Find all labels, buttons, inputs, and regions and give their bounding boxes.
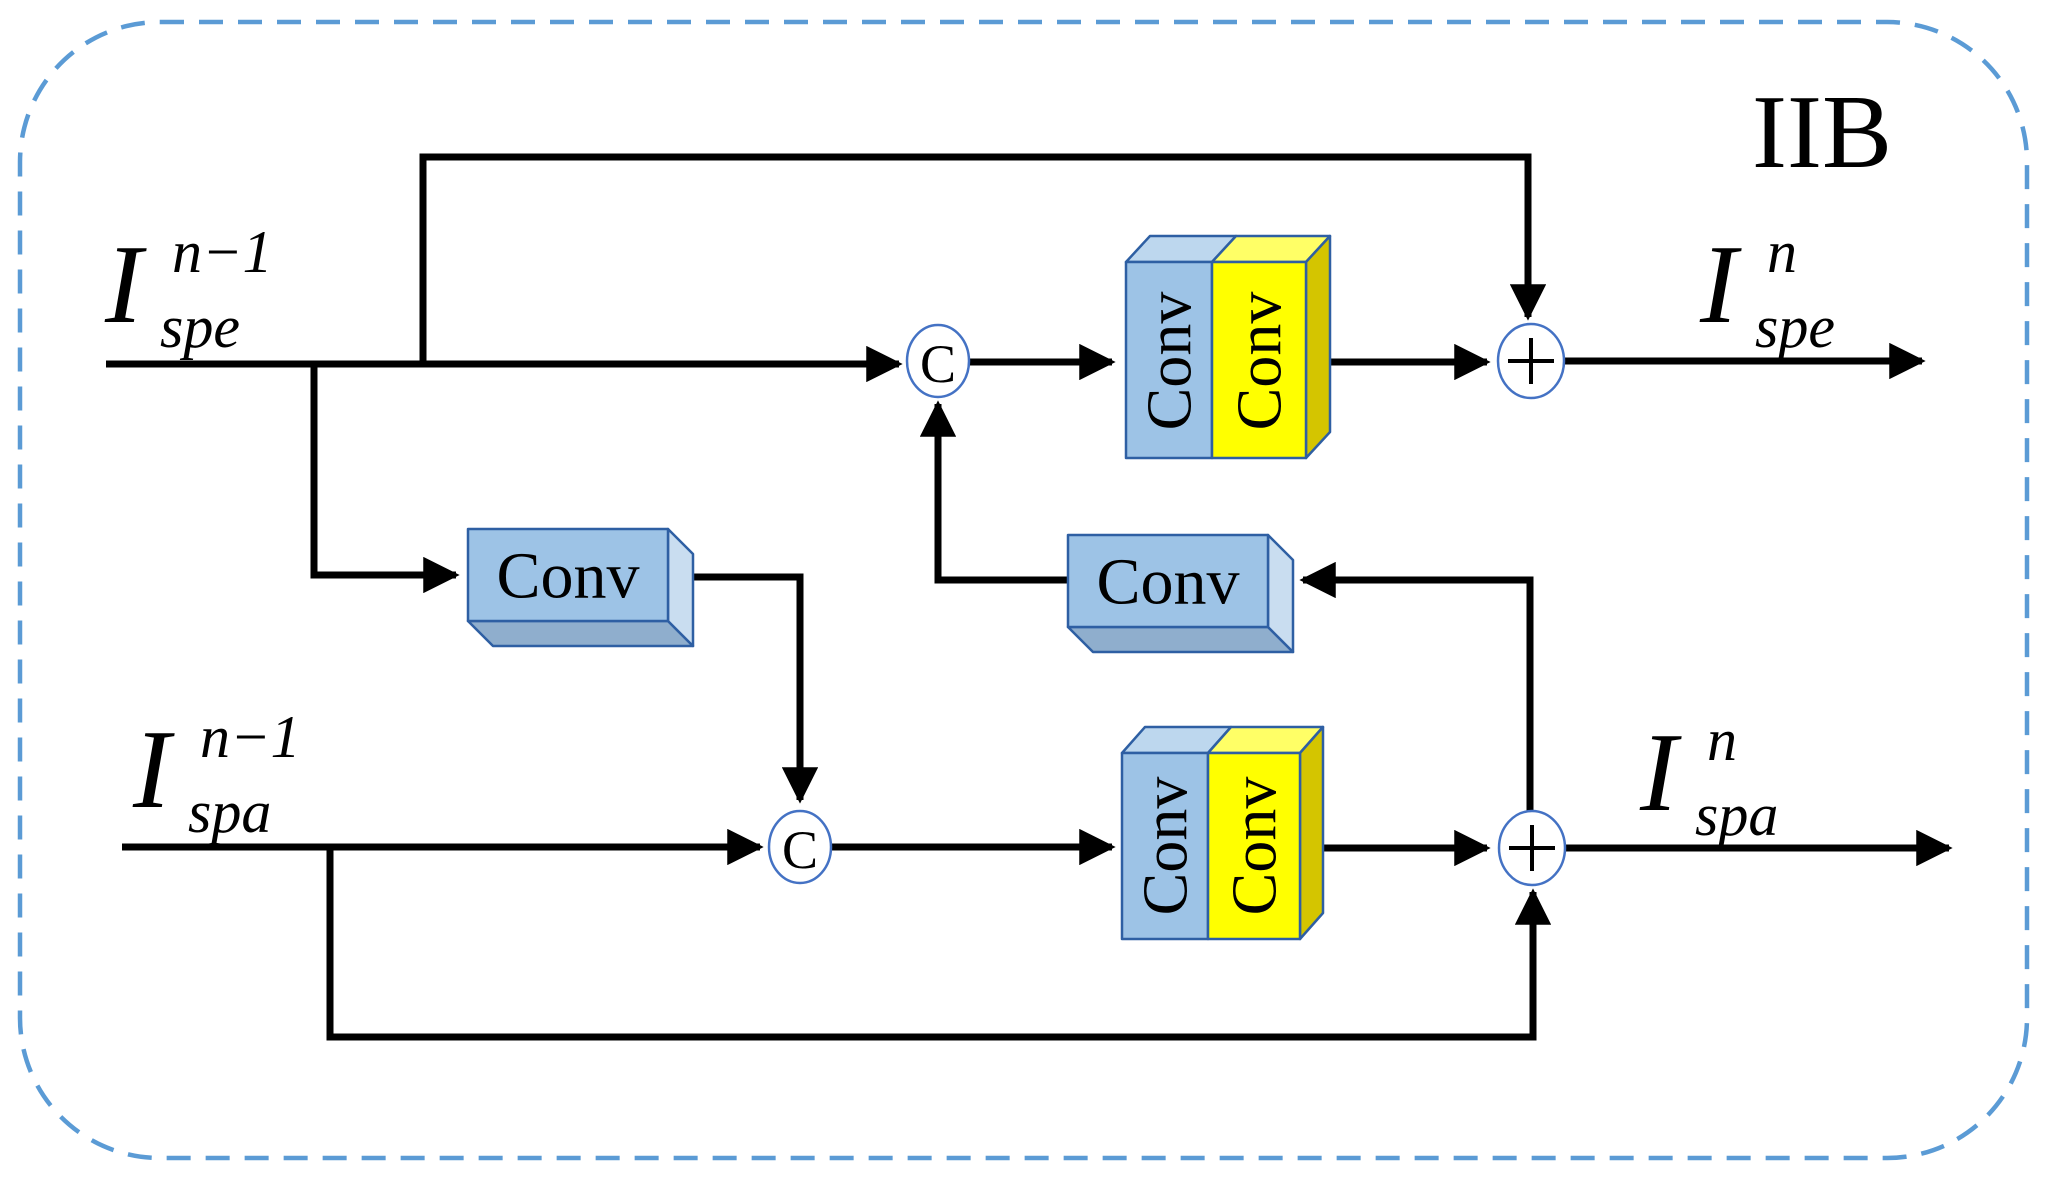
arrow-add-to-feedback-conv (1299, 561, 1534, 813)
feedback-conv-front-face (1066, 533, 1270, 629)
add-node-spa (1497, 809, 1567, 887)
spe-input-sup: n−1 (172, 219, 273, 285)
feedback-conv-block: Conv (1066, 533, 1295, 654)
arrow-spa-skip-to-add (326, 847, 1552, 1041)
spa-conv2-side-face (1298, 725, 1325, 941)
spe-input-base: I (104, 223, 147, 347)
spe-double-conv-block: Conv Conv (1124, 234, 1332, 460)
spe-conv1-label: Conv (1134, 292, 1205, 431)
branch-conv-front-face (466, 527, 670, 623)
branch-conv-label: Conv (496, 540, 639, 613)
spa-input-base: I (132, 708, 175, 832)
spe-conv2-side-face (1304, 234, 1332, 460)
spa-input-sub: spa (188, 779, 271, 845)
spe-output-sup: n (1767, 219, 1797, 285)
spe-output-sub: spe (1755, 294, 1835, 360)
spa-conv2-front-face (1206, 751, 1302, 941)
spa-conv2-label: Conv (1219, 777, 1290, 916)
arrow-branch-to-conv (310, 364, 460, 594)
spe-input-sub: spe (160, 294, 240, 360)
spe-output-label: I n spe (1699, 219, 1835, 360)
spa-input-sup: n−1 (200, 704, 301, 770)
spe-conv2-label: Conv (1224, 292, 1295, 431)
spa-input-label: I n−1 spa (132, 704, 301, 845)
connectors (106, 153, 1953, 1041)
branch-conv-bottom-face (466, 619, 695, 648)
spa-output-sup: n (1707, 707, 1737, 773)
spa-output-sub: spa (1695, 782, 1778, 848)
spe-conv2-front-face (1210, 260, 1308, 460)
concat-spe-circle (905, 323, 971, 399)
concat-node-spa: C (767, 809, 833, 885)
concat-spe-letter: C (920, 334, 956, 394)
feedback-conv-bottom-face (1066, 625, 1295, 654)
concat-spa-letter: C (782, 820, 818, 880)
spe-output-base: I (1699, 223, 1742, 347)
concat-node-spe: C (905, 323, 971, 399)
spa-output-base: I (1639, 711, 1682, 835)
arrow-feedback-conv-to-concat-spe (919, 400, 1068, 584)
arrow-branch-conv-to-concat-spa (670, 573, 819, 804)
spe-conv1-front-face (1124, 260, 1214, 460)
spe-input-label: I n−1 spe (104, 219, 273, 360)
spa-conv1-label: Conv (1130, 777, 1201, 916)
branch-conv-block: Conv (466, 527, 695, 648)
concat-spa-circle (767, 809, 833, 885)
spa-double-conv-block: Conv Conv (1120, 725, 1325, 941)
block-title: IIB (1752, 73, 1892, 190)
arrow-spe-skip-to-add (419, 153, 1547, 364)
spa-output-label: I n spa (1639, 707, 1778, 848)
add-node-spe (1496, 322, 1566, 400)
feedback-conv-label: Conv (1096, 546, 1239, 619)
dashed-frame (17, 19, 2030, 1161)
